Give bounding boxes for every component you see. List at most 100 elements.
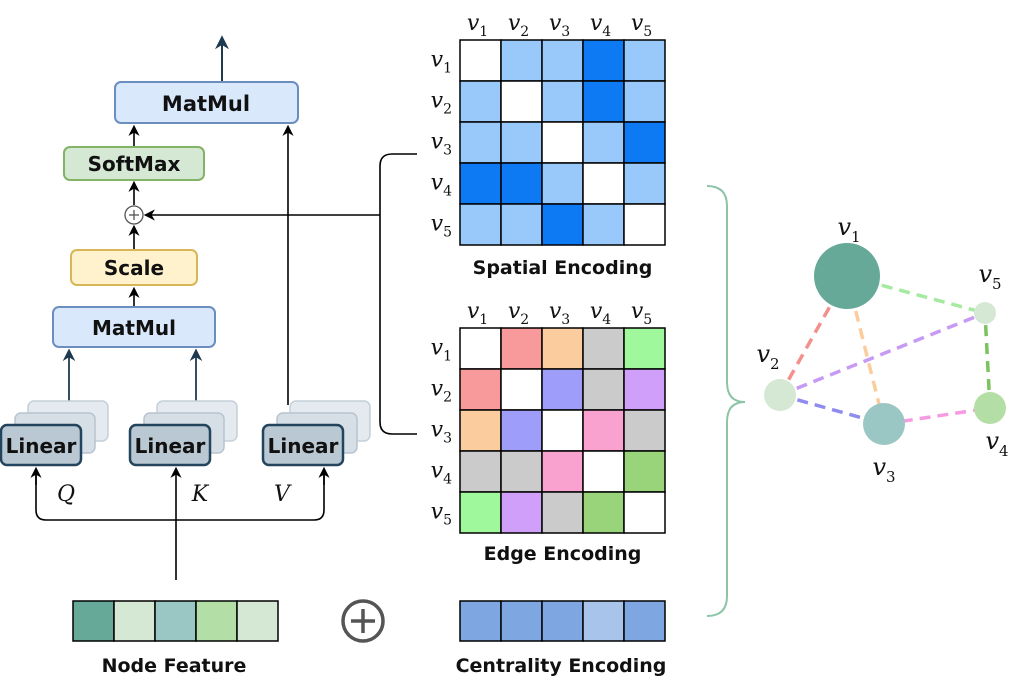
edge-cell bbox=[582, 327, 625, 370]
spatial-cell bbox=[582, 203, 625, 246]
bias-connector bbox=[379, 153, 417, 435]
bias-add-icon bbox=[124, 205, 144, 225]
spatial-col-label: v3 bbox=[549, 11, 570, 40]
edge-row-label: v5 bbox=[431, 500, 452, 529]
spatial-cell bbox=[582, 80, 625, 123]
input-split-line bbox=[35, 475, 325, 521]
edge-col-label: v1 bbox=[467, 299, 488, 328]
q-label: Q bbox=[57, 482, 75, 507]
matmul-top-label: MatMul bbox=[162, 92, 250, 116]
graph-node-label: v2 bbox=[756, 340, 779, 373]
edge-cell bbox=[459, 491, 502, 534]
linear-q-label: Linear bbox=[6, 434, 77, 458]
graph-node bbox=[814, 243, 880, 309]
centrality-cell bbox=[500, 600, 543, 642]
scale-label: Scale bbox=[104, 256, 164, 280]
graph-node-label: v5 bbox=[978, 260, 1001, 293]
spatial-cell bbox=[623, 80, 666, 123]
spatial-cell bbox=[623, 121, 666, 164]
edge-cell bbox=[541, 368, 584, 411]
edge-col-label: v5 bbox=[631, 299, 652, 328]
edge-caption: Edge Encoding bbox=[484, 543, 642, 565]
graph-node bbox=[863, 403, 905, 445]
edge-cell bbox=[459, 368, 502, 411]
edge-cell bbox=[500, 409, 543, 452]
attention-block: MatMul SoftMax Scale MatMul bbox=[0, 35, 371, 580]
graph-node bbox=[974, 392, 1006, 424]
matmul-bottom-label: MatMul bbox=[92, 316, 176, 340]
spatial-row-label: v1 bbox=[431, 48, 452, 77]
edge-cell bbox=[459, 409, 502, 452]
edge-cell bbox=[541, 450, 584, 493]
edge-cell bbox=[582, 491, 625, 534]
spatial-row-label: v4 bbox=[431, 171, 452, 200]
spatial-cell bbox=[500, 203, 543, 246]
edge-cell bbox=[623, 491, 666, 534]
linear-v-stack: Linear bbox=[261, 400, 371, 467]
centrality-encoding-caption: Centrality Encoding bbox=[456, 655, 667, 677]
edge-cell bbox=[582, 450, 625, 493]
plus-circle-icon bbox=[341, 599, 385, 643]
node-feature-cell bbox=[154, 600, 197, 642]
spatial-cell bbox=[500, 162, 543, 205]
edge-cell bbox=[623, 368, 666, 411]
node-feature-cell bbox=[195, 600, 238, 642]
spatial-col-label: v2 bbox=[508, 11, 529, 40]
edge-cell bbox=[541, 491, 584, 534]
edge-cell bbox=[623, 327, 666, 370]
spatial-cell bbox=[582, 121, 625, 164]
spatial-cell bbox=[623, 162, 666, 205]
spatial-cell bbox=[459, 162, 502, 205]
graph-edges bbox=[778, 274, 992, 426]
spatial-cell bbox=[623, 203, 666, 246]
graph-node bbox=[764, 379, 796, 411]
linear-v-label: Linear bbox=[268, 434, 339, 458]
spatial-caption: Spatial Encoding bbox=[473, 257, 653, 279]
spatial-cell bbox=[500, 121, 543, 164]
edge-col-label: v3 bbox=[549, 299, 570, 328]
spatial-col-label: v1 bbox=[467, 11, 488, 40]
edge-row-label: v3 bbox=[431, 418, 452, 447]
spatial-col-label: v4 bbox=[590, 11, 611, 40]
edge-col-label: v4 bbox=[590, 299, 611, 328]
edge-row-label: v2 bbox=[431, 377, 452, 406]
spatial-cell bbox=[459, 203, 502, 246]
spatial-cell bbox=[541, 203, 584, 246]
edge-row-label: v4 bbox=[431, 459, 452, 488]
k-label: K bbox=[191, 482, 210, 507]
spatial-cell bbox=[459, 39, 502, 82]
edge-cell bbox=[582, 409, 625, 452]
brace-icon bbox=[706, 185, 746, 617]
graph-node bbox=[974, 302, 996, 324]
node-feature-cell bbox=[72, 600, 115, 642]
edge-cell bbox=[623, 409, 666, 452]
spatial-row-label: v3 bbox=[431, 130, 452, 159]
centrality-cell bbox=[459, 600, 502, 642]
graph-edge bbox=[983, 312, 992, 409]
centrality-cell bbox=[623, 600, 666, 642]
centrality-cell bbox=[541, 600, 584, 642]
edge-cell bbox=[459, 450, 502, 493]
matmul-bottom-box: MatMul bbox=[52, 306, 216, 348]
edge-row-label: v1 bbox=[431, 336, 452, 365]
spatial-cell bbox=[500, 80, 543, 123]
matmul-top-box: MatMul bbox=[114, 81, 299, 124]
spatial-cell bbox=[541, 162, 584, 205]
softmax-box: SoftMax bbox=[63, 146, 205, 181]
edge-cell bbox=[459, 327, 502, 370]
edge-cell bbox=[500, 491, 543, 534]
scale-box: Scale bbox=[70, 249, 198, 286]
spatial-row-label: v5 bbox=[431, 212, 452, 241]
linear-k-stack: Linear bbox=[128, 400, 238, 467]
centrality-encoding-strip bbox=[459, 600, 666, 642]
spatial-cell bbox=[541, 80, 584, 123]
edge-cell bbox=[500, 368, 543, 411]
spatial-cell bbox=[582, 162, 625, 205]
edge-cell bbox=[541, 327, 584, 370]
graph-edge bbox=[779, 311, 986, 397]
v-label: V bbox=[274, 482, 292, 507]
edge-cell bbox=[500, 450, 543, 493]
